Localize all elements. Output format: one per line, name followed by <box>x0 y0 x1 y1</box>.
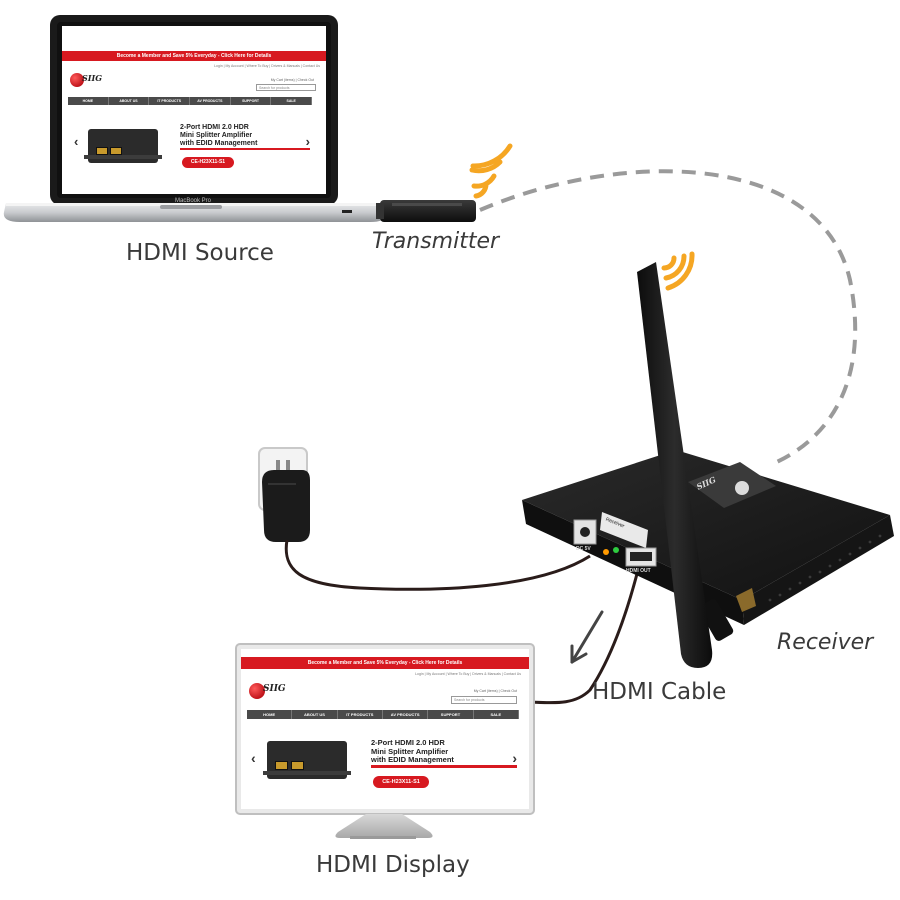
nav-support[interactable]: SUPPORT <box>231 97 272 105</box>
transmitter-signal-icon <box>469 143 513 199</box>
label-receiver: Receiver <box>777 630 874 655</box>
laptop-brand-text: MacBook Pro <box>175 198 212 204</box>
led-orange <box>603 549 609 555</box>
nav-support[interactable]: SUPPORT <box>428 710 474 719</box>
next-arrow[interactable]: › <box>305 134 310 149</box>
promo-banner[interactable]: Become a Member and Save 5% Everyday - C… <box>241 657 529 669</box>
site-logo[interactable]: SIIG <box>70 72 120 90</box>
display-screen-website: Become a Member and Save 5% Everyday - C… <box>241 649 529 809</box>
product-image <box>84 129 162 163</box>
nav-it-products[interactable]: IT PRODUCTS <box>338 710 383 719</box>
dc-port-label: DC 5V <box>576 546 591 552</box>
search-placeholder: Search for products <box>259 86 290 90</box>
promo-banner[interactable]: Become a Member and Save 5% Everyday - C… <box>62 51 326 61</box>
product-title: 2-Port HDMI 2.0 HDR Mini Splitter Amplif… <box>180 124 258 148</box>
nav-av-products[interactable]: AV PRODUCTS <box>383 710 429 719</box>
wireless-link-line <box>479 169 858 467</box>
logo-ball-icon <box>249 683 265 699</box>
label-transmitter: Transmitter <box>372 229 500 254</box>
label-hdmi-display: HDMI Display <box>316 852 470 878</box>
product-image <box>263 741 351 779</box>
transmitter-dongle <box>376 200 476 222</box>
product-sku-button[interactable]: CE-H23X11-S1 <box>182 157 234 168</box>
label-hdmi-source: HDMI Source <box>126 240 274 266</box>
utility-links[interactable]: Login | My Account | Where To Buy | Driv… <box>214 64 320 68</box>
label-hdmi-cable: HDMI Cable <box>592 679 727 705</box>
next-arrow[interactable]: › <box>512 750 517 766</box>
receiver-logo-plate <box>688 462 776 508</box>
cart-link[interactable]: My Cart (items) | Check Out <box>473 689 517 693</box>
prev-arrow[interactable]: ‹ <box>74 134 79 149</box>
product-divider <box>371 765 517 768</box>
laptop-base <box>3 203 389 222</box>
site-logo[interactable]: SIIG <box>249 682 299 702</box>
nav-about[interactable]: ABOUT US <box>292 710 338 719</box>
hdmi-cable <box>529 569 640 705</box>
power-adapter <box>258 447 310 542</box>
search-input[interactable]: Search for products <box>256 84 316 91</box>
display-stand <box>335 814 433 838</box>
cart-link[interactable]: My Cart (items) | Check Out <box>270 78 314 82</box>
receiver-signal-icon <box>661 251 695 291</box>
main-nav: HOME ABOUT US IT PRODUCTS AV PRODUCTS SU… <box>68 97 313 105</box>
nav-home[interactable]: HOME <box>68 97 109 105</box>
hdmi-out-label: HDMI OUT <box>626 568 651 574</box>
logo-ball-icon <box>70 73 84 87</box>
led-green <box>613 547 619 553</box>
nav-about[interactable]: ABOUT US <box>109 97 150 105</box>
power-cable <box>284 539 591 591</box>
nav-it-products[interactable]: IT PRODUCTS <box>149 97 191 105</box>
utility-links[interactable]: Login | My Account | Where To Buy | Driv… <box>415 672 521 676</box>
nav-sale[interactable]: SALE <box>271 97 313 105</box>
receiver-box <box>522 262 894 668</box>
nav-av-products[interactable]: AV PRODUCTS <box>190 97 231 105</box>
main-nav: HOME ABOUT US IT PRODUCTS AV PRODUCTS SU… <box>247 710 519 719</box>
laptop-screen-website: Become a Member and Save 5% Everyday - C… <box>62 26 326 194</box>
search-input[interactable]: Search for products <box>451 696 517 704</box>
receiver-antenna <box>637 262 713 668</box>
nav-home[interactable]: HOME <box>247 710 293 719</box>
product-divider <box>180 148 310 150</box>
prev-arrow[interactable]: ‹ <box>251 750 256 766</box>
search-placeholder: Search for products <box>454 698 485 702</box>
product-title: 2-Port HDMI 2.0 HDR Mini Splitter Amplif… <box>371 738 454 765</box>
product-sku-button[interactable]: CE-H23X11-S1 <box>373 776 429 788</box>
nav-sale[interactable]: SALE <box>474 710 519 719</box>
hdmi-cable-arrow <box>570 610 604 664</box>
